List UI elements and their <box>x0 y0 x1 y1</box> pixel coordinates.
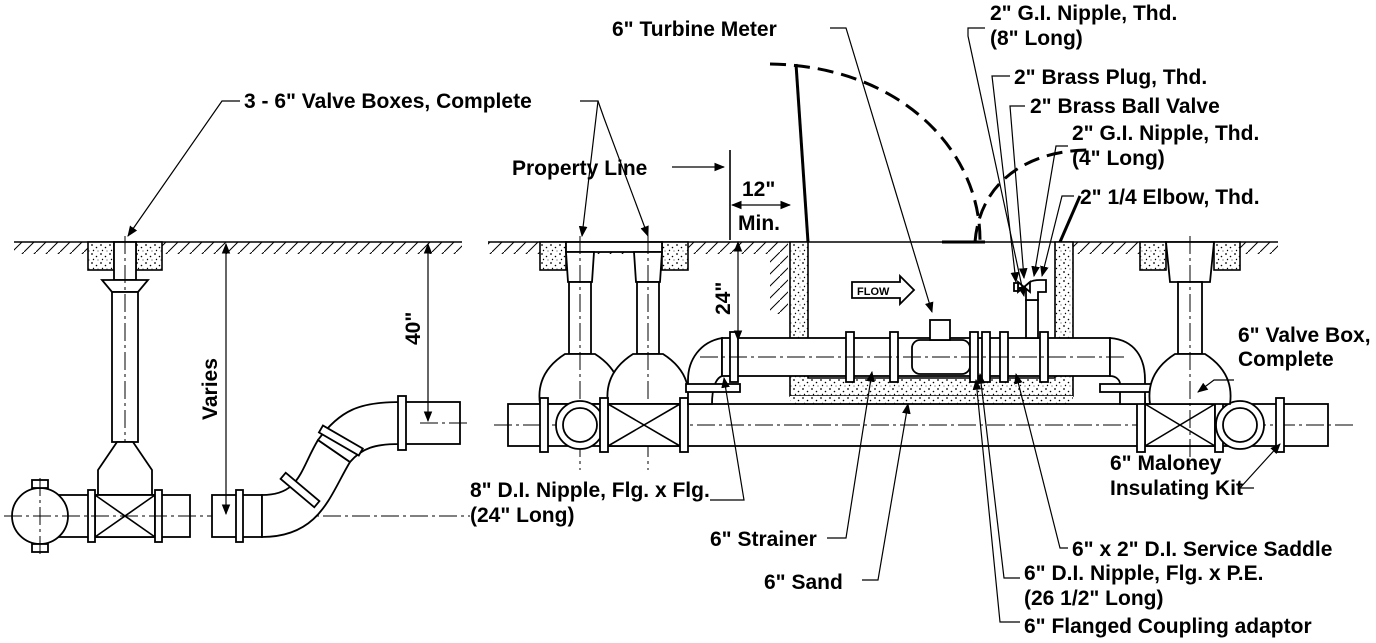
valve-boxes-label: 3 - 6" Valve Boxes, Complete <box>244 90 532 113</box>
brass-ball-valve-label: 2" Brass Ball Valve <box>1030 95 1220 118</box>
gi-nipple-4-label-1: 2" G.I. Nipple, Thd. <box>1072 122 1259 145</box>
main-line <box>494 397 1355 453</box>
valve-box-single <box>1139 236 1241 470</box>
sand-label: 6" Sand <box>764 571 843 594</box>
gi-nipple-8-label-2: (8" Long) <box>990 27 1083 50</box>
di-nipple-6-label-2: (26 1/2" Long) <box>1024 587 1163 610</box>
service-saddle-label: 6" x 2" D.I. Service Saddle <box>1072 538 1332 561</box>
di-nipple-8-label-1: 8" D.I. Nipple, Flg. x Flg. <box>470 479 710 502</box>
di-nipple-8-label-2: (24" Long) <box>470 504 574 527</box>
valve-box-single-label-2: Complete <box>1238 348 1334 371</box>
strainer-label: 6" Strainer <box>710 528 817 551</box>
dim-40-label: 40" <box>402 312 425 345</box>
brass-plug-label: 2" Brass Plug, Thd. <box>1014 66 1207 89</box>
dim-min-label: Min. <box>738 212 780 235</box>
dim-24-label: 24" <box>712 282 735 315</box>
gi-nipple-8-label-1: 2" G.I. Nipple, Thd. <box>990 2 1177 25</box>
flow-label: FLOW <box>857 286 890 298</box>
elbow-label: 2" 1/4 Elbow, Thd. <box>1080 186 1260 209</box>
vertical-dimensions: Varies 40" <box>199 242 433 516</box>
callout-labels: 3 - 6" Valve Boxes, Complete Property Li… <box>244 2 1371 638</box>
di-nipple-6-label-1: 6" D.I. Nipple, Flg. x P.E. <box>1024 562 1263 585</box>
maloney-label-2: Insulating Kit <box>1110 477 1243 500</box>
valve-box-single-label-1: 6" Valve Box, <box>1238 324 1371 347</box>
gi-nipple-4-label-2: (4" Long) <box>1072 147 1165 170</box>
meter-run: FLOW <box>685 273 1155 405</box>
vault-lids <box>769 62 1091 244</box>
turbine-meter-label: 6" Turbine Meter <box>612 18 777 41</box>
property-line-label: Property Line <box>512 157 647 180</box>
varies-label: Varies <box>199 358 222 420</box>
dim-12-label: 12" <box>742 178 775 201</box>
leader-lines <box>127 27 1281 623</box>
valve-box-pair <box>538 236 690 470</box>
offset-pipe <box>211 395 470 543</box>
property-line-marker: 12" Min. 24" <box>672 150 792 342</box>
maloney-label-1: 6" Maloney <box>1110 452 1222 475</box>
left-valve-detail <box>4 236 470 556</box>
coupling-adaptor-label: 6" Flanged Coupling adaptor <box>1024 615 1312 638</box>
